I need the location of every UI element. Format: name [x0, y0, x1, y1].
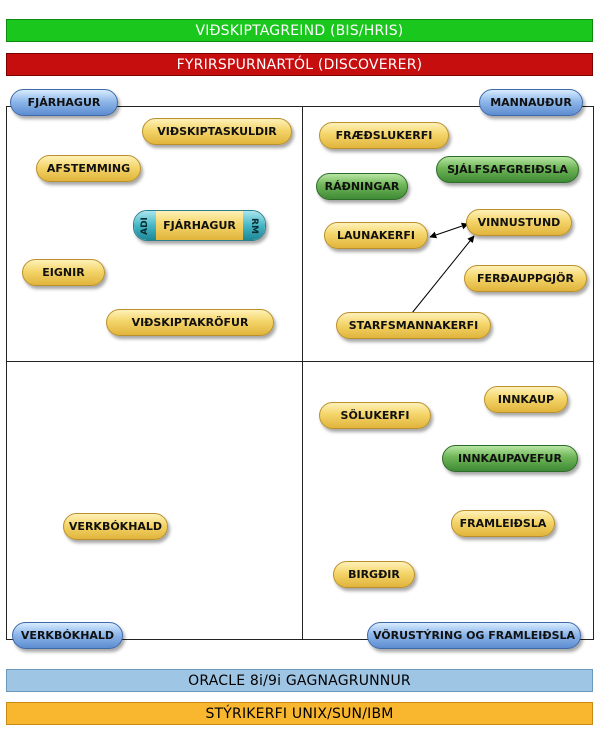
module-vinnustund[interactable]: VINNUSTUND — [466, 209, 572, 236]
query-tool-bar: FYRIRSPURNARTÓL (DISCOVERER) — [6, 53, 593, 76]
module-fraedslukerfi[interactable]: FRÆÐSLUKERFI — [319, 122, 449, 149]
adi-tag: ADI — [134, 211, 156, 240]
corner-fjarhagur[interactable]: FJÁRHAGUR — [10, 89, 118, 116]
arrow-launakerfi-vinnustund — [429, 222, 469, 239]
module-fjarhagur[interactable]: ADI FJÁRHAGUR RM — [133, 210, 266, 241]
module-eignir[interactable]: EIGNIR — [22, 259, 105, 286]
module-sjalfsafgreidsla[interactable]: SJÁLFSAFGREIÐSLA — [436, 156, 579, 183]
module-verkbokhald[interactable]: VERKBÓKHALD — [63, 513, 168, 540]
arrow-starfsmannakerfi-vinnustund — [411, 235, 475, 314]
module-starfsmannakerfi[interactable]: STARFSMANNAKERFI — [336, 312, 491, 339]
business-intelligence-bar: VIÐSKIPTAGREIND (BIS/HRIS) — [6, 19, 593, 42]
corner-verkbokhald[interactable]: VERKBÓKHALD — [12, 622, 123, 649]
module-vidskiptaskuldir[interactable]: VIÐSKIPTASKULDIR — [142, 118, 292, 145]
module-solukerfi[interactable]: SÖLUKERFI — [319, 402, 431, 429]
quadrant-divider-vertical — [302, 106, 303, 640]
quadrant-divider-horizontal — [6, 361, 594, 362]
module-innkaupavefur[interactable]: INNKAUPAVEFUR — [442, 445, 578, 472]
corner-mannaudur[interactable]: MANNAUÐUR — [479, 89, 583, 116]
module-ferdauppgjor[interactable]: FERÐAUPPGJÖR — [464, 265, 587, 292]
module-innkaup[interactable]: INNKAUP — [484, 386, 568, 413]
operating-system-bar: STÝRIKERFI UNIX/SUN/IBM — [6, 702, 593, 725]
rm-tag: RM — [243, 211, 265, 240]
quadrant-grid — [6, 106, 594, 640]
module-afstemming[interactable]: AFSTEMMING — [36, 155, 141, 182]
module-launakerfi[interactable]: LAUNAKERFI — [324, 222, 428, 249]
module-fjarhagur-label: FJÁRHAGUR — [156, 211, 243, 240]
module-birgdir[interactable]: BIRGÐIR — [333, 561, 415, 588]
module-vidskiptakrofur[interactable]: VIÐSKIPTAKRÖFUR — [106, 309, 274, 336]
corner-vorustyring[interactable]: VÖRUSTÝRING OG FRAMLEIÐSLA — [367, 622, 581, 649]
database-bar: ORACLE 8i/9i GAGNAGRUNNUR — [6, 669, 593, 692]
module-framleidsla[interactable]: FRAMLEIÐSLA — [451, 510, 555, 537]
module-radningar[interactable]: RÁÐNINGAR — [316, 173, 408, 200]
